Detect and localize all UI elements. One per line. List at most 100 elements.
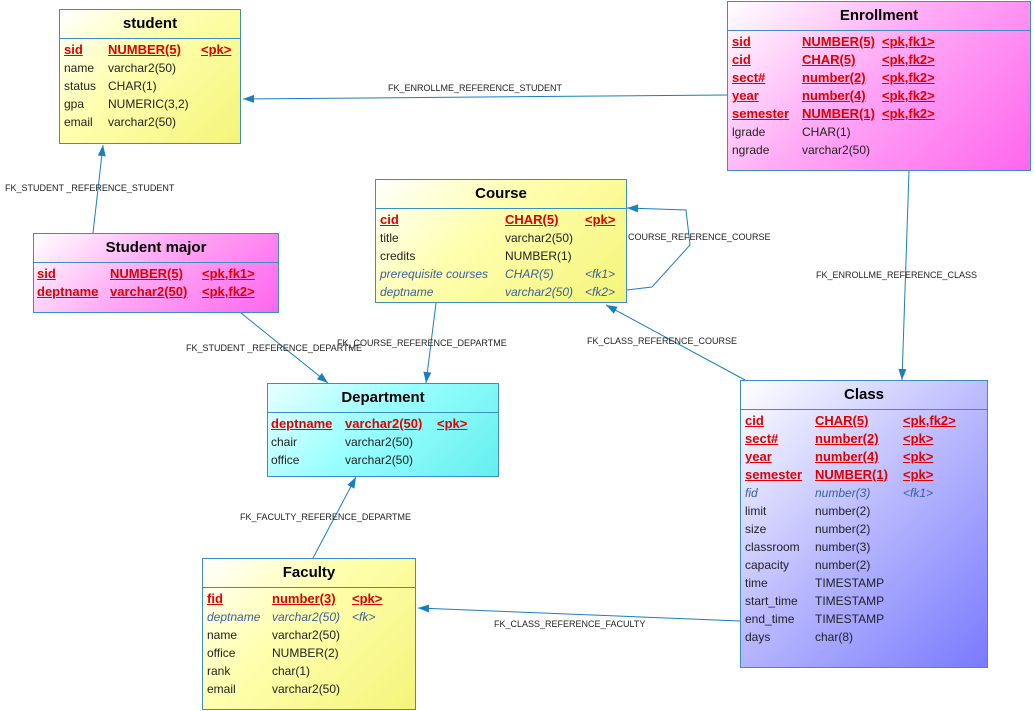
attribute-type: CHAR(1) [802, 125, 851, 139]
entity-title: Department [268, 384, 498, 413]
attribute-name: status [64, 79, 97, 93]
entity-title: Class [741, 381, 987, 410]
arrowhead-icon [423, 371, 432, 383]
attribute-type: number(2) [815, 522, 871, 536]
attribute-key: <pk,fk2> [903, 413, 956, 428]
attribute-type: NUMBER(1) [802, 106, 875, 121]
attribute-name: gpa [64, 97, 85, 111]
attribute-name: year [732, 88, 759, 103]
arrowhead-icon [606, 305, 618, 314]
attribute-type: varchar2(50) [345, 416, 423, 431]
attribute-type: number(3) [815, 486, 871, 500]
relationship-line-major-student[interactable] [92, 144, 104, 234]
attribute-row: classroom number(3) [741, 538, 987, 556]
attribute-type: varchar2(50) [505, 231, 574, 245]
attribute-row: sid NUMBER(5) <pk,fk1> [34, 265, 278, 283]
relationship-line-class-course[interactable] [605, 304, 746, 381]
attribute-name: office [271, 453, 300, 467]
arrowhead-icon [316, 372, 328, 383]
attribute-key: <pk,fk1> [202, 266, 255, 281]
attribute-type: varchar2(50) [505, 285, 574, 299]
attribute-name: credits [380, 249, 416, 263]
attribute-type: varchar2(50) [272, 682, 341, 696]
relationship-line-faculty-dept[interactable] [312, 476, 357, 559]
attribute-row: sect#number(2)<pk,fk2> [728, 69, 1030, 87]
attribute-name: email [64, 115, 93, 129]
entity-title: Student major [34, 234, 278, 263]
attribute-key: <pk> [903, 431, 934, 446]
attribute-name: sid [732, 34, 751, 49]
relationship-label: FK_ENROLLME_REFERENCE_CLASS [816, 270, 978, 280]
attribute-type: NUMBER(1) [505, 249, 572, 263]
attribute-type: number(3) [815, 540, 871, 554]
relationship-line-course-course[interactable] [626, 207, 691, 291]
attribute-type: NUMERIC(3,2) [108, 97, 189, 111]
attribute-type: CHAR(5) [802, 52, 856, 67]
relationship-line-course-dept[interactable] [425, 302, 437, 384]
entity-student-major[interactable]: Student major sid NUMBER(5) <pk,fk1> deptnam… [33, 233, 279, 313]
attribute-type: varchar2(50) [108, 115, 177, 129]
attribute-key: <fk1> [903, 486, 934, 500]
attribute-name: time [745, 576, 768, 590]
entity-title: student [60, 10, 240, 39]
arrowhead-icon [898, 368, 907, 380]
entity-title: Faculty [203, 559, 415, 588]
attribute-name: cid [732, 52, 751, 67]
attribute-type: char(1) [272, 664, 311, 678]
attribute-key: <fk2> [585, 285, 616, 299]
attribute-name: semester [745, 467, 803, 482]
attribute-key: <pk> [585, 212, 616, 227]
attribute-name: deptname [37, 284, 99, 299]
attribute-row: email varchar2(50) [60, 113, 240, 131]
attribute-type: TIMESTAMP [815, 594, 885, 608]
relationship-line-major-dept[interactable] [240, 312, 329, 384]
attribute-type: varchar2(50) [345, 453, 414, 467]
attribute-name: lgrade [732, 125, 766, 139]
attribute-type: number(2) [815, 558, 871, 572]
attribute-key: <pk,fk1> [882, 34, 935, 49]
attribute-name: sid [37, 266, 56, 281]
attribute-name: classroom [745, 540, 800, 554]
relationship-line-enroll-student[interactable] [242, 94, 728, 100]
attribute-type: varchar2(50) [272, 610, 341, 624]
attribute-row: lgrade CHAR(1) [728, 123, 1030, 141]
attribute-type: varchar2(50) [108, 61, 177, 75]
attribute-name: sid [64, 42, 83, 57]
relationship-line-enroll-class[interactable] [901, 170, 910, 381]
attribute-type: number(4) [815, 449, 879, 464]
attribute-name: ngrade [732, 143, 770, 157]
attribute-type: NUMBER(5) [110, 266, 183, 281]
attribute-name: days [745, 630, 771, 644]
attribute-name: capacity [745, 558, 790, 572]
attribute-name: limit [745, 504, 767, 518]
relationship-label: FK_COURSE_REFERENCE_DEPARTME [337, 338, 507, 348]
relationship-line-class-faculty[interactable] [417, 607, 741, 622]
attribute-row: credits NUMBER(1) [376, 247, 626, 265]
attribute-name: cid [380, 212, 399, 227]
attribute-row: office varchar2(50) [268, 451, 498, 469]
attribute-key: <fk> [352, 610, 376, 624]
